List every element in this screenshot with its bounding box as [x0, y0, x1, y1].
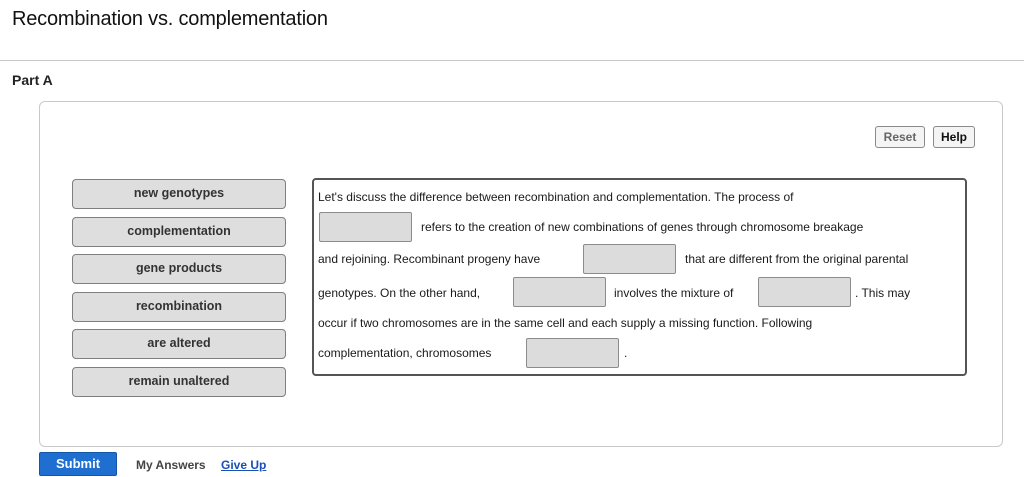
- drop-target-5[interactable]: [526, 338, 619, 368]
- passage-line-4c: . This may: [855, 286, 911, 300]
- help-button[interactable]: Help: [933, 126, 975, 148]
- passage-line-2: refers to the creation of new combinatio…: [421, 220, 864, 234]
- my-answers-label: My Answers: [136, 458, 206, 472]
- answer-chip-new-genotypes[interactable]: new genotypes: [72, 179, 286, 209]
- page-title: Recombination vs. complementation: [12, 8, 328, 30]
- answer-chip-gene-products[interactable]: gene products: [72, 254, 286, 284]
- answer-chip-are-altered[interactable]: are altered: [72, 329, 286, 359]
- passage-line-6a: complementation, chromosomes: [318, 346, 492, 360]
- passage-line-6b: .: [624, 346, 628, 360]
- passage-line-4a: genotypes. On the other hand,: [318, 286, 481, 300]
- passage-line-3b: that are different from the original par…: [685, 252, 909, 266]
- answer-chip-recombination[interactable]: recombination: [72, 292, 286, 322]
- passage-box: [312, 178, 967, 376]
- passage-line-4b: involves the mixture of: [614, 286, 734, 300]
- drop-target-4[interactable]: [758, 277, 851, 307]
- title-divider: [0, 60, 1024, 61]
- passage-line-5: occur if two chromosomes are in the same…: [318, 316, 813, 330]
- drop-target-2[interactable]: [583, 244, 676, 274]
- submit-button[interactable]: Submit: [39, 452, 117, 476]
- drop-target-1[interactable]: [319, 212, 412, 242]
- give-up-link[interactable]: Give Up: [221, 458, 267, 472]
- reset-button[interactable]: Reset: [875, 126, 925, 148]
- answer-chip-complementation[interactable]: complementation: [72, 217, 286, 247]
- passage-line-3a: and rejoining. Recombinant progeny have: [318, 252, 541, 266]
- drop-target-3[interactable]: [513, 277, 606, 307]
- answer-chip-remain-unaltered[interactable]: remain unaltered: [72, 367, 286, 397]
- part-label: Part A: [12, 72, 53, 88]
- passage-line-1: Let's discuss the difference between rec…: [318, 190, 794, 204]
